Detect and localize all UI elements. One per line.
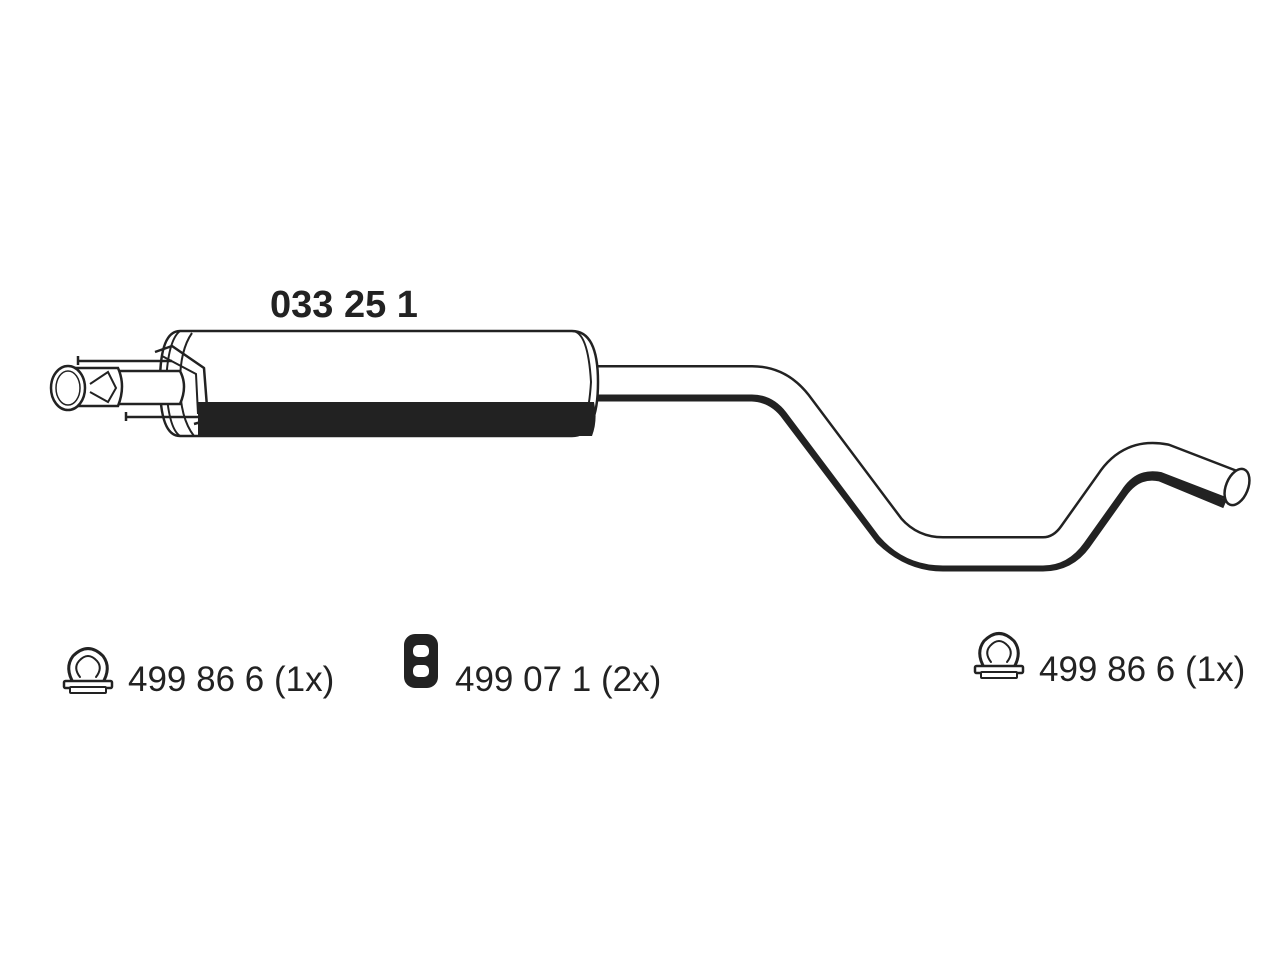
- outlet-opening: [1223, 467, 1251, 507]
- accessory-label: 499 86 6 (1x): [128, 660, 334, 699]
- main-part-number: 033 25 1: [270, 284, 418, 326]
- tail-pipe: [592, 365, 1251, 572]
- rubber-hanger-icon: [404, 634, 438, 688]
- clamp-icon: [973, 632, 1025, 679]
- inlet-section: [49, 344, 210, 426]
- accessory-label: 499 07 1 (2x): [455, 660, 661, 699]
- clamp-icon: [62, 647, 114, 694]
- accessory-clamp-left: 499 86 6 (1x): [62, 647, 334, 699]
- accessory-label: 499 86 6 (1x): [1039, 650, 1245, 689]
- muffler-body: [158, 329, 600, 438]
- accessory-hanger: 499 07 1 (2x): [404, 634, 661, 699]
- accessory-clamp-right: 499 86 6 (1x): [973, 632, 1245, 689]
